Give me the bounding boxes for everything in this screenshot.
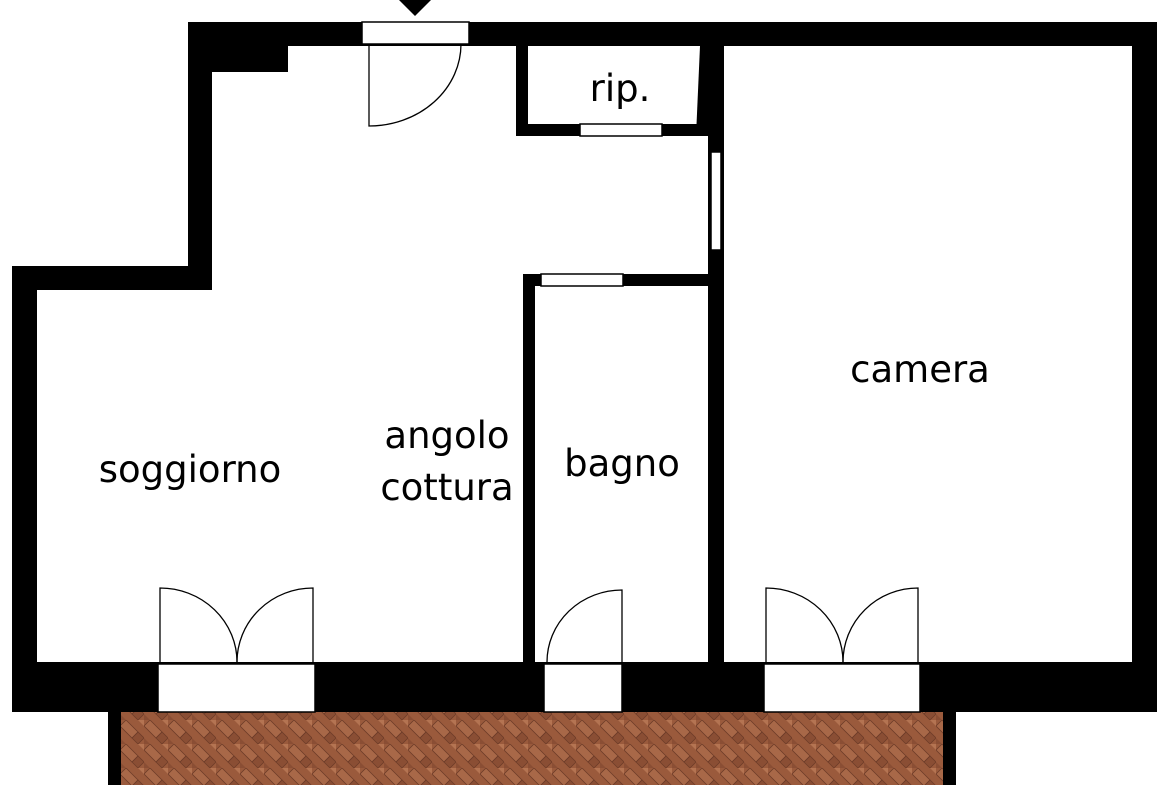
- label-camera: camera: [850, 348, 990, 391]
- entrance-door-swing: [368, 43, 462, 127]
- label-bagno: bagno: [564, 442, 680, 485]
- terrace: [108, 712, 956, 785]
- rip-door-opening: [579, 123, 663, 137]
- bagno-door-swing: [546, 589, 623, 663]
- entrance-arrow-icon: [399, 0, 431, 16]
- wall-rip-left: [516, 46, 528, 136]
- soggiorno-door-left: [159, 587, 238, 663]
- door-swings: [159, 43, 919, 663]
- soggiorno-door-right: [236, 587, 314, 663]
- camera-door-right: [842, 587, 919, 663]
- terrace-floor: [121, 712, 943, 785]
- camera-french-window: [763, 663, 921, 713]
- wall-rip-right: [696, 46, 708, 136]
- bagno-window: [543, 663, 623, 713]
- wall-camera-partition: [708, 46, 724, 662]
- camera-door-left: [765, 587, 844, 663]
- wall-bagno-left: [523, 274, 535, 662]
- label-soggiorno: soggiorno: [99, 448, 281, 491]
- label-rip: rip.: [590, 67, 651, 110]
- openings: [157, 21, 921, 713]
- soggiorno-french-window: [157, 663, 316, 713]
- bagno-window-top: [540, 273, 624, 287]
- corridor-door-opening: [710, 151, 722, 251]
- entrance-opening: [361, 21, 470, 45]
- label-angolo: angolo: [384, 414, 509, 457]
- label-cottura: cottura: [380, 466, 513, 509]
